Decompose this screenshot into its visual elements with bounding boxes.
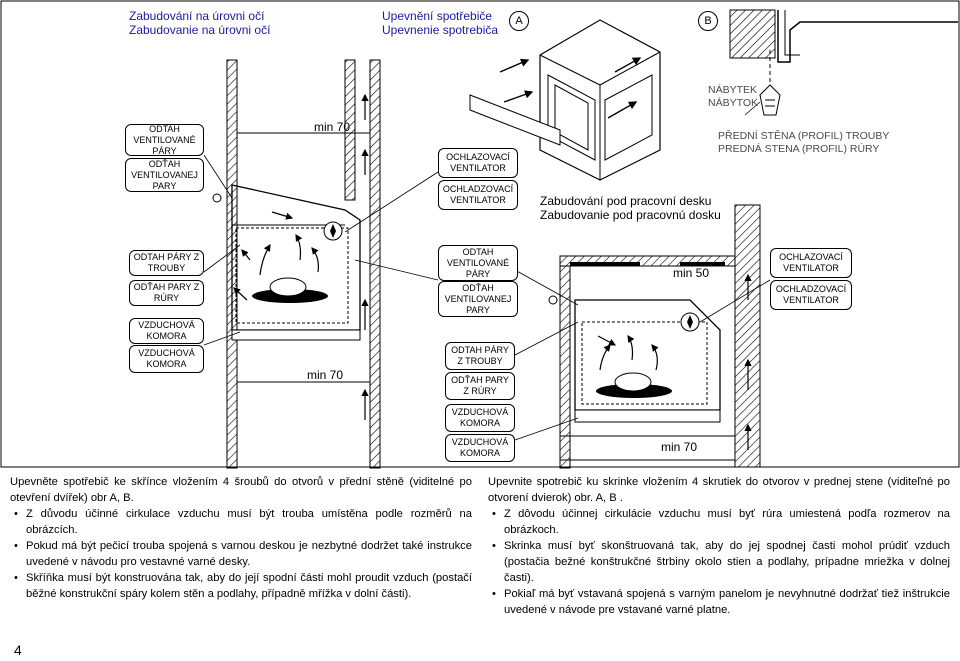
furniture-note-sk: NÁBYTOK [708,97,758,109]
label-oven-steam-mid-sk: ODŤAH PARY Z RÚRY [445,372,515,400]
label-vent-steam-mid-sk: ODŤAH VENTILOVANEJ PARY [438,281,518,317]
label-cooling-fan-cz: OCHLAZOVACÍ VENTILATOR [438,148,518,178]
instructions-cz: Upevněte spotřebič ke skřínce vložením 4… [10,474,472,602]
under-oven-body [574,299,721,411]
instructions-cz-bullet: Skříňka musí být konstruována tak, aby d… [14,570,472,602]
instructions-cz-bullet: Z důvodu účinné cirkulace vzduchu musí b… [14,506,472,538]
front-wall-note-cz: PŘEDNÍ STĚNA (PROFIL) TROUBY [718,130,890,142]
under-counter-title-cz: Zabudování pod pracovní desku [540,194,712,208]
label-cooling-fan-right-sk: OCHLADZOVACÍ VENTILATOR [770,280,852,310]
label-air-chamber-mid-cz: VZDUCHOVÁ KOMORA [445,404,515,432]
label-vent-steam-sk: ODŤAH VENTILOVANEJ PARY [125,158,204,192]
instructions-sk-bullet: Z dôvodu účinnej cirkulácie vzduchu musí… [492,506,950,538]
instructions-sk-bullet: Skrinka musí byť skonštruovaná tak, aby … [492,538,950,586]
label-air-chamber-sk: VZDUCHOVÁ KOMORA [129,345,204,373]
instructions-cz-list: Z důvodu účinné cirkulace vzduchu musí b… [10,506,472,602]
under-counter-title-sk: Zabudovanie pod pracovnú dosku [540,208,721,222]
rear-wall-right [734,204,761,468]
cabinet-side [559,265,571,469]
label-oven-steam-cz: ODTAH PÁRY Z TROUBY [129,250,204,276]
label-air-chamber-cz: VZDUCHOVÁ KOMORA [129,318,204,344]
marker-b: B [698,11,718,31]
dimension-min-bottom-left: min 70 [307,368,344,382]
label-vent-steam-cz: ODTAH VENTILOVANÉ PÁRY [125,124,204,156]
instructions-sk: Upevnite spotrebič ku skrinke vložením 4… [488,474,950,618]
label-cooling-fan-sk: OCHLADZOVACÍ VENTILATOR [438,180,518,210]
instructions-cz-bullet: Pokud má být pečicí trouba spojená s var… [14,538,472,570]
furniture-note-cz: NÁBYTEK [708,84,758,96]
fixing-title: Upevnění spotřebiče Upevnenie spotrebiča [382,9,498,37]
label-oven-steam-sk: ODŤAH PARY Z RÚRY [129,280,204,306]
eye-level-title-cz: Zabudování na úrovni očí [129,9,265,23]
fixing-diagram-a [469,19,661,181]
dimension-min-top-right: min 50 [673,266,710,280]
fixing-title-cz: Upevnění spotřebiče [382,9,493,23]
under-counter-diagram [514,204,771,469]
instructions-sk-bullet: Pokiaľ má byť vstavaná spojená s varným … [492,586,950,618]
oven-body [231,184,361,331]
eye-level-diagram [203,59,439,469]
right-cabinet-wall-top [344,59,356,201]
oven-base [231,329,361,341]
roast-icon [269,277,307,297]
fixing-diagram-b [729,9,958,116]
front-wall-note: PŘEDNÍ STĚNA (PROFIL) TROUBY PREDNÁ STEN… [718,130,889,156]
label-air-chamber-mid-sk: VZDUCHOVÁ KOMORA [445,434,515,462]
diagram-frame [0,0,960,468]
oven-cavity [235,227,349,324]
label-vent-steam-mid-cz: ODTAH VENTILOVANÉ PÁRY [438,245,518,281]
under-counter-title: Zabudování pod pracovní desku Zabudovani… [540,194,721,222]
label-oven-steam-mid-cz: ODTAH PÁRY Z TROUBY [445,342,515,370]
dimension-min-bottom-right: min 70 [661,440,698,454]
dimension-min-top-left: min 70 [314,120,351,134]
roast-icon [614,372,652,392]
front-wall-note-sk: PREDNÁ STENA (PROFIL) RÚRY [718,143,880,155]
fixing-title-sk: Upevnenie spotrebiča [382,23,499,37]
instructions-sk-intro: Upevnite spotrebič ku skrinke vložením 4… [488,476,950,504]
label-cooling-fan-right-cz: OCHLAZOVACÍ VENTILATOR [770,248,852,278]
instructions-sk-list: Z dôvodu účinnej cirkulácie vzduchu musí… [488,506,950,618]
marker-a: A [509,11,529,31]
eye-level-title-sk: Zabudovanie na úrovni očí [129,23,271,37]
instructions-cz-intro: Upevněte spotřebič ke skřínce vložením 4… [10,476,472,504]
page-number: 4 [14,642,22,658]
furniture-note: NÁBYTEK NÁBYTOK [708,84,758,110]
eye-level-title: Zabudování na úrovni očí Zabudovanie na … [129,9,270,37]
